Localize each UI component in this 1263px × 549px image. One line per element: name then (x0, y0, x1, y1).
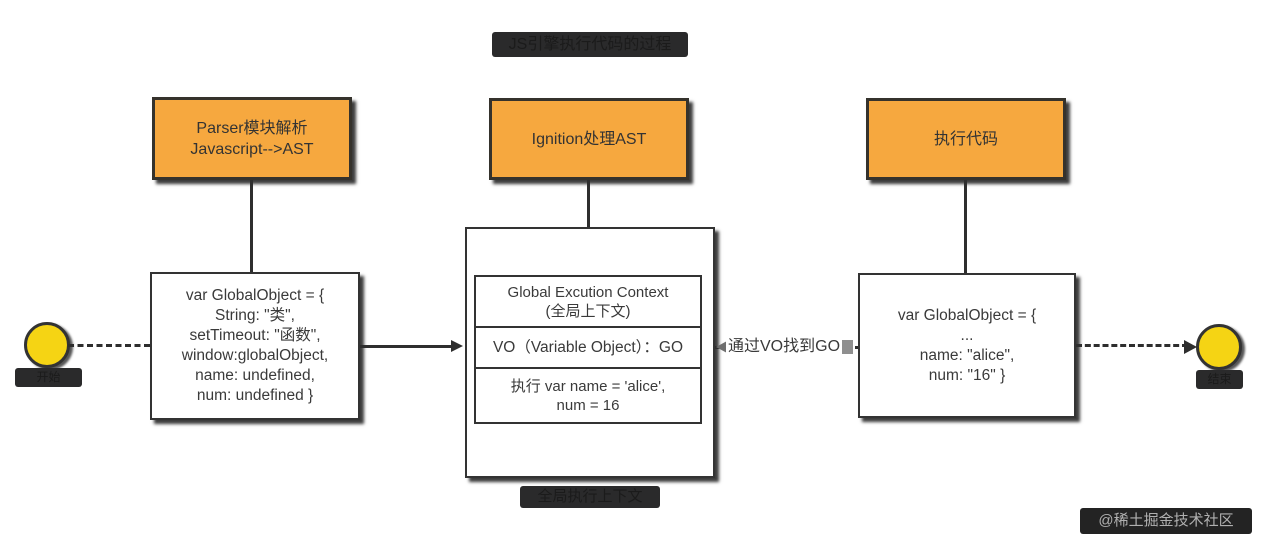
start-node-label: 开始 (15, 368, 82, 387)
code-line: num: undefined } (196, 387, 314, 404)
vo-label: VO（Variable Object）：GO (492, 339, 684, 356)
code-line: var GlobalObject = { (185, 287, 325, 304)
end-node-label: 结束 (1196, 370, 1243, 389)
exec-row: 执行 var name = 'alice', num = 16 (476, 369, 700, 422)
exec-line2: num = 16 (556, 396, 620, 414)
execution-context-box: Global Excution Context (全局上下文) VO（Varia… (474, 275, 702, 424)
code-line: name: undefined, (195, 367, 315, 384)
code-line: name: "alice", (919, 346, 1015, 364)
code-line: setTimeout: "函数", (189, 327, 321, 344)
connector-start-dashed (68, 344, 150, 347)
start-node (24, 322, 70, 368)
code-line: ... (960, 326, 974, 344)
diagram-title: JS引擎执行代码的过程 (492, 32, 688, 57)
stage-box-ignition-line1: Ignition处理AST (531, 130, 647, 148)
vo-row: VO（Variable Object）：GO (476, 328, 700, 369)
arrowhead-left-icon (716, 341, 727, 353)
connector-execute-to-result (964, 180, 967, 273)
gec-subtitle: (全局上下文) (545, 302, 631, 320)
code-line: num: "16" } (928, 366, 1006, 384)
stage-box-execute-line1: 执行代码 (933, 130, 998, 148)
stage-box-parser: Parser模块解析 Javascript-->AST (152, 97, 352, 180)
connector-ignition-to-context (587, 180, 590, 227)
flow-label-text: 通过VO找到GO (728, 338, 841, 355)
exec-line1: 执行 var name = 'alice', (510, 377, 666, 395)
stage-box-execute: 执行代码 (866, 98, 1066, 180)
global-object-initial-box: var GlobalObject = { String: "类", setTim… (150, 272, 360, 420)
diagram-caption: 全局执行上下文 (520, 486, 660, 508)
stage-box-parser-line2: Javascript-->AST (190, 140, 314, 158)
end-node (1196, 324, 1242, 370)
flow-label-marker-icon (842, 340, 854, 354)
code-line: window:globalObject, (181, 347, 329, 364)
watermark: @稀土掘金技术社区 (1080, 508, 1252, 534)
connector-globalobject-to-context (360, 345, 456, 348)
gec-row: Global Excution Context (全局上下文) (476, 277, 700, 328)
arrowhead-end-icon (1184, 340, 1197, 354)
connector-parser-to-globalobject (250, 180, 253, 272)
connector-end-dashed (1076, 344, 1188, 347)
gec-title: Global Excution Context (507, 283, 669, 301)
stage-box-parser-line1: Parser模块解析 (196, 119, 308, 137)
stage-box-ignition: Ignition处理AST (489, 98, 689, 180)
global-object-final-box: var GlobalObject = { ... name: "alice", … (858, 273, 1076, 418)
arrowhead-right-icon (451, 340, 463, 352)
code-line: var GlobalObject = { (897, 306, 1037, 324)
code-line: String: "类", (215, 307, 295, 324)
flow-label-vo-to-go: 通过VO找到GO (726, 334, 856, 360)
